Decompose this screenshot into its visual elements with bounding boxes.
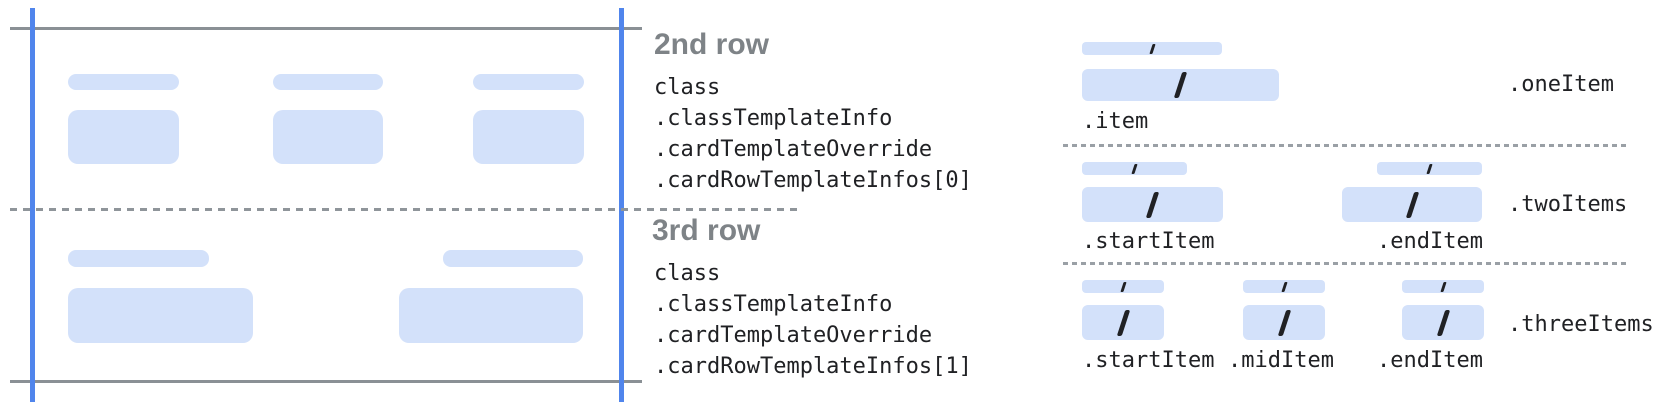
layout-name-threeitems: .threeItems [1508, 312, 1654, 337]
card-left-guide-line [30, 8, 35, 402]
row3-code-block: class .classTemplateInfo .cardTemplateOv… [654, 258, 972, 382]
slash-icon [1146, 191, 1159, 218]
item-header-bar [1082, 42, 1222, 55]
slash-icon [1440, 281, 1446, 292]
code-line: .classTemplateInfo [654, 292, 893, 317]
layout-name-twoitems: .twoItems [1508, 192, 1628, 217]
slash-icon [1281, 281, 1287, 292]
placeholder-box [273, 110, 383, 164]
item-header-bar [1377, 162, 1482, 175]
layout-separator [1063, 144, 1628, 147]
item-body-bar [1082, 69, 1279, 101]
slash-icon [1116, 309, 1130, 336]
slash-icon [1131, 163, 1138, 174]
layout-separator [1063, 262, 1628, 265]
code-line: .classTemplateInfo [654, 106, 893, 131]
item-label: .endItem [1377, 348, 1483, 373]
item-header-bar [1402, 280, 1484, 293]
placeholder-box [399, 288, 583, 343]
item-label: .midItem [1228, 348, 1334, 373]
item-label: .endItem [1377, 229, 1483, 254]
item-header-bar [1082, 162, 1187, 175]
placeholder-label [68, 74, 179, 90]
slash-icon [1149, 43, 1155, 54]
slash-icon [1405, 191, 1419, 218]
placeholder-box [473, 110, 584, 164]
card-top-border [10, 27, 642, 30]
row3-heading: 3rd row [652, 214, 761, 247]
slash-icon [1277, 309, 1291, 336]
item-body-bar [1082, 187, 1223, 222]
item-header-bar [1082, 280, 1164, 293]
card-row-divider [10, 208, 798, 211]
code-line: .cardTemplateOverride [654, 137, 933, 162]
code-line: class [654, 75, 721, 100]
item-body-bar [1243, 305, 1325, 340]
layout-name-oneitem: .oneItem [1508, 72, 1614, 97]
item-label: .item [1082, 109, 1149, 134]
slash-icon [1120, 281, 1126, 292]
placeholder-label [273, 74, 383, 90]
code-line: class [654, 261, 721, 286]
item-body-bar [1342, 187, 1482, 222]
item-body-bar [1402, 305, 1484, 340]
placeholder-label [68, 250, 209, 267]
slash-icon [1174, 72, 1187, 98]
placeholder-label [473, 74, 584, 90]
item-label: .startItem [1082, 229, 1215, 254]
placeholder-label [443, 250, 583, 267]
placeholder-box [68, 288, 253, 343]
card-right-guide-line [619, 8, 624, 402]
slash-icon [1436, 309, 1450, 336]
placeholder-box [68, 110, 179, 164]
card-bottom-border [10, 380, 642, 383]
slash-icon [1426, 163, 1433, 174]
item-header-bar [1243, 280, 1325, 293]
row2-code-block: class .classTemplateInfo .cardTemplateOv… [654, 72, 972, 196]
code-line: .cardRowTemplateInfos[0] [654, 168, 972, 193]
code-line: .cardTemplateOverride [654, 323, 933, 348]
code-line: .cardRowTemplateInfos[1] [654, 354, 972, 379]
row2-heading: 2nd row [654, 28, 770, 61]
item-body-bar [1082, 305, 1164, 340]
item-label: .startItem [1082, 348, 1215, 373]
